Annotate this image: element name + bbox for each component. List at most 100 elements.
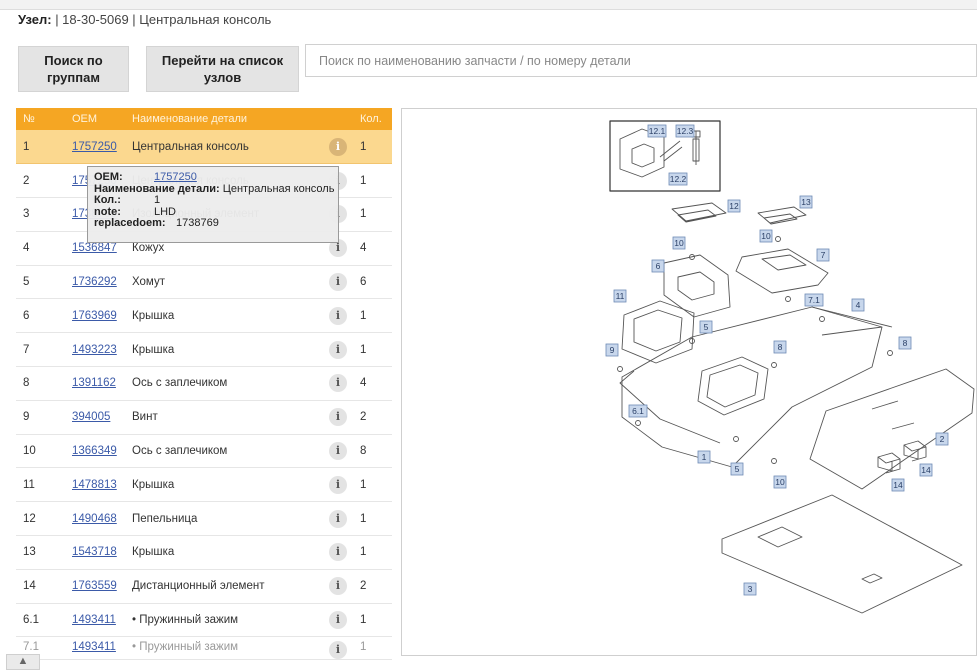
diagram-callout[interactable]: 12.3 [675,124,695,138]
column-header-info [324,108,352,130]
diagram-callout[interactable]: 8 [773,340,787,354]
diagram-callout[interactable]: 5 [699,320,713,334]
oem-link[interactable]: 1536847 [72,242,117,255]
tooltip-note-val: LHD [154,205,177,218]
diagram-callout[interactable]: 11 [613,289,627,303]
diagram-callout[interactable]: 8 [898,336,912,350]
info-icon[interactable]: i [329,408,347,427]
tooltip-replaced-key: replacedoem: [94,217,166,229]
callout-label: 8 [903,338,908,348]
row-info-cell: i [324,535,352,570]
diagram-callout[interactable]: 10 [773,475,787,489]
row-info-cell: i [324,434,352,469]
info-icon[interactable]: i [329,577,347,596]
row-no: 8 [16,366,66,401]
info-icon[interactable]: i [329,611,347,630]
diagram-callout[interactable]: 12.2 [668,172,688,186]
diagram-callout[interactable]: 7.1 [804,293,824,307]
oem-link[interactable]: 1493411 [72,641,116,654]
oem-link[interactable]: 1493223 [72,343,117,356]
info-icon[interactable]: i [329,374,347,393]
oem-link[interactable]: 394005 [72,411,111,424]
diagram-callout[interactable]: 10 [759,229,773,243]
diagram-callout[interactable]: 14 [919,463,933,477]
row-oem-cell: 1366349 [66,434,130,469]
part-search-input[interactable] [305,44,977,77]
groups-button-line1: Поиск по [44,53,103,68]
row-no: 5 [16,265,66,300]
diagram-callout[interactable]: 6.1 [628,404,648,418]
diagram-callout[interactable]: 3 [743,582,757,596]
diagram-callout[interactable]: 10 [672,236,686,250]
diagram-callout[interactable]: 2 [935,432,949,446]
tooltip-name-val: Центральная консоль [222,182,335,195]
oem-link[interactable]: 1391162 [72,377,116,390]
nodes-button-line1: Перейти на список [161,53,284,68]
oem-link[interactable]: 1490468 [72,512,117,525]
row-part-name: Винт [130,400,324,435]
row-info-cell: i [324,265,352,300]
info-icon[interactable]: i [329,509,347,528]
oem-link[interactable]: 1763559 [72,580,117,593]
callout-label: 2 [940,434,945,444]
row-info-cell: i [324,501,352,537]
oem-link[interactable]: 1366349 [72,445,117,458]
info-icon[interactable]: i [329,475,347,494]
diagram-callout[interactable]: 13 [799,195,813,209]
row-qty: 1 [352,197,392,232]
row-info-cell: i [324,603,352,638]
diagram-callout[interactable]: 12.1 [647,124,667,138]
diagram-callout[interactable]: 4 [851,298,865,312]
diagram-callout[interactable]: 14 [891,478,905,492]
info-icon[interactable]: i [329,239,347,258]
info-icon[interactable]: i [329,306,347,325]
diagram-callout[interactable]: 6 [651,259,665,273]
info-icon[interactable]: i [329,641,347,660]
row-no: 12 [16,501,66,537]
diagram-callout[interactable]: 7 [816,248,830,262]
diagram-callout[interactable]: 1 [697,450,711,464]
oem-link[interactable]: 1493411 [72,614,116,627]
info-icon[interactable]: i [329,442,347,461]
callout-label: 3 [748,584,753,594]
info-icon[interactable]: i [329,137,347,156]
row-qty: 4 [352,231,392,266]
oem-link[interactable]: 1478813 [72,478,117,491]
callout-label: 1 [702,452,707,462]
oem-link[interactable]: 1543718 [72,546,117,559]
info-icon[interactable]: i [329,273,347,292]
row-oem-cell: 1763559 [66,569,130,604]
callout-label: 12.1 [649,126,666,136]
diagram-callout[interactable]: 9 [605,343,619,357]
row-part-name: Крышка [130,535,324,570]
row-qty: 6 [352,265,392,300]
diagram-callout[interactable]: 5 [730,462,744,476]
tooltip-oem-link[interactable]: 1757250 [154,171,197,183]
info-icon[interactable]: i [329,340,347,359]
oem-link[interactable]: 1736292 [72,276,117,289]
row-oem-cell: 1391162 [66,366,130,401]
oem-link[interactable]: 1757250 [72,140,117,153]
row-qty: 1 [352,501,392,537]
info-icon[interactable]: i [329,543,347,562]
diagram-callout[interactable]: 12 [727,199,741,213]
oem-link[interactable]: 1763969 [72,309,117,322]
scroll-up-button[interactable]: ▲ [6,654,40,670]
